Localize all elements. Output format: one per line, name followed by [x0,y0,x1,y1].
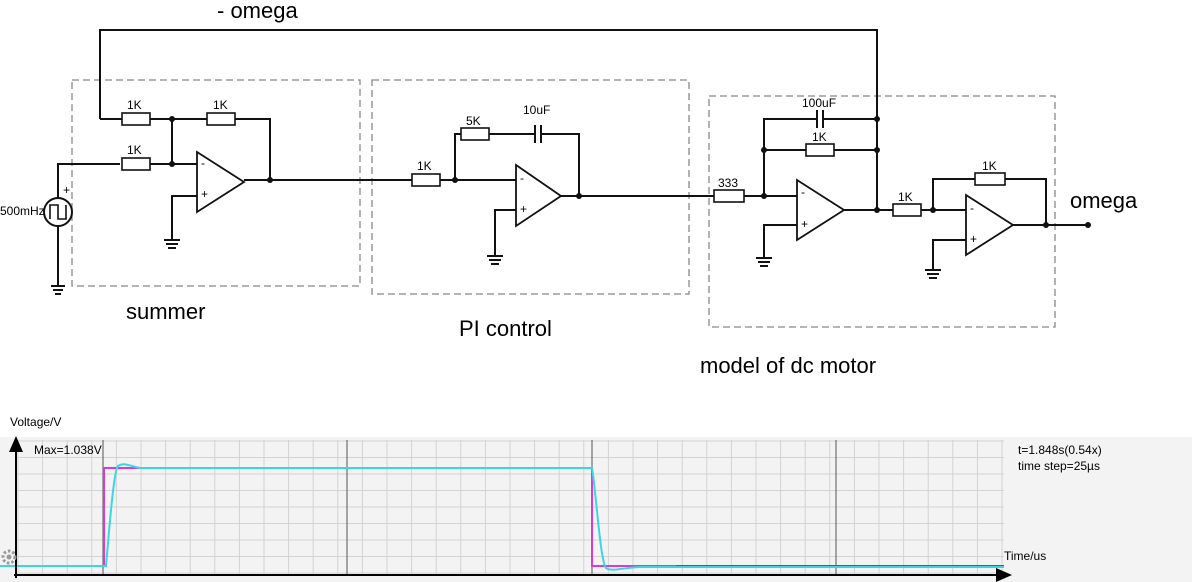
summer-feedback-resistor[interactable] [121,112,151,126]
y-axis-arrow-icon [9,436,23,452]
inverter-input-resistor[interactable] [892,203,922,217]
feedback-label: - omega [217,0,298,23]
svg-text:-: - [201,156,205,170]
scope-panel[interactable]: Voltage/V Time/us Max=1.038V t=1.848s(0.… [0,415,1192,582]
scope-time-label: t=1.848s(0.54x) [1018,443,1102,457]
svg-text:+: + [970,232,977,246]
inverter-feedback-resistor-label: 1K [982,159,997,173]
output-terminal[interactable] [1085,222,1091,228]
summer-block[interactable] [71,79,361,287]
svg-text:-: - [801,185,805,199]
summer-loop-resistor-label: 1K [213,98,228,112]
output-label: omega [1070,188,1138,213]
x-axis-arrow-icon [996,568,1012,582]
svg-text:-: - [520,171,524,185]
summer-loop-resistor[interactable] [206,112,236,126]
inverter-ground-icon [925,269,941,279]
pi-input-resistor[interactable] [411,173,441,187]
inverter-feedback-resistor[interactable] [974,172,1006,186]
summer-input-resistor[interactable] [121,157,151,171]
motor-model-block[interactable] [708,95,1056,328]
pi-series-resistor-label: 5K [466,114,481,128]
source-frequency-label: 500mHz [0,204,45,218]
svg-text:+: + [520,202,527,216]
scope-max-label: Max=1.038V [34,443,102,457]
pi-capacitor[interactable] [534,125,542,143]
motor-feedback-resistor-label: 1K [812,130,827,144]
pi-capacitor-label: 10uF [523,103,550,117]
scope-y-label: Voltage/V [10,415,61,429]
svg-text:+: + [63,183,70,197]
svg-text:+: + [201,187,208,201]
pi-series-resistor[interactable] [460,127,490,141]
scope-timestep-label: time step=25µs [1018,459,1100,473]
motor-capacitor[interactable] [816,110,824,128]
voltage-source[interactable]: + [43,163,120,286]
motor-ground-icon [756,257,772,267]
inverter-input-resistor-label: 1K [898,190,913,204]
pi-control-block[interactable] [371,79,690,295]
scope-trace-output [0,463,1004,571]
source-ground-icon [51,285,65,295]
summer-input-resistor-label: 1K [127,143,142,157]
motor-input-resistor[interactable] [713,189,745,203]
pi-control-label: PI control [459,316,552,341]
motor-capacitor-label: 100uF [802,96,836,110]
inverter-opamp[interactable] [965,193,1015,257]
svg-text:+: + [801,217,808,231]
motor-input-resistor-label: 333 [718,176,738,190]
svg-text:-: - [970,201,974,215]
pi-opamp[interactable] [515,163,563,228]
scope-x-label: Time/us [1004,549,1046,563]
summer-feedback-resistor-label: 1K [127,98,142,112]
summer-ground-icon [164,239,180,249]
motor-model-label: model of dc motor [700,353,876,378]
gear-icon[interactable] [1,549,17,565]
motor-feedback-resistor[interactable] [805,143,835,157]
pi-input-resistor-label: 1K [417,159,432,173]
motor-opamp[interactable] [796,178,846,242]
summer-label: summer [126,299,205,324]
summer-opamp[interactable] [196,150,246,214]
pi-ground-icon [487,255,503,265]
